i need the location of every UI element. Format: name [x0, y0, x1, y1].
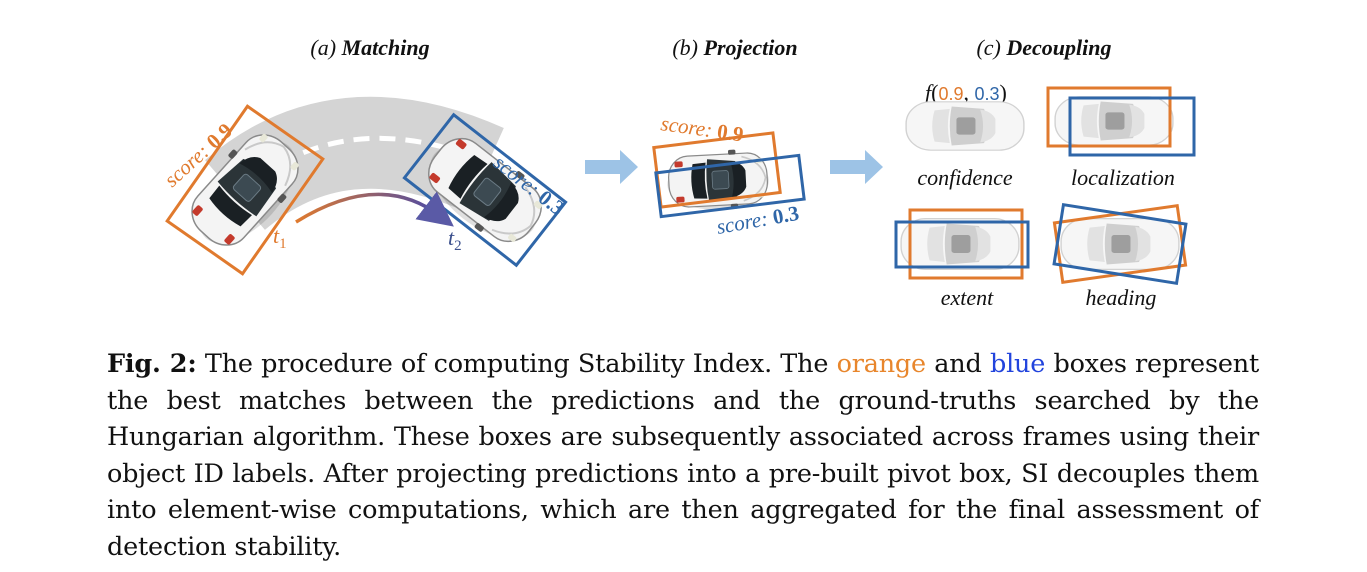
caption-blue-word: blue [989, 349, 1046, 379]
blue-box-heading [1052, 202, 1188, 286]
matching-panel: score: 0.9 score: 0.3 t1 t2 [159, 96, 569, 276]
arrow-a-to-b [585, 150, 638, 184]
orange-box-localization [1046, 86, 1172, 148]
ghost-car-heading [1060, 217, 1180, 271]
blue-box-t2 [402, 112, 568, 268]
panel-title-projection: (b) Projection [672, 35, 797, 60]
projection-panel: score: 0.9 score: 0.3 [652, 111, 806, 239]
motion-arrow [295, 191, 454, 227]
decoupling-panel: f(0.9, 0.3) confidence localization exte… [894, 80, 1196, 310]
label-confidence: confidence [917, 165, 1013, 190]
orange-box-extent [908, 208, 1024, 280]
arrow-b-to-c [830, 150, 883, 184]
caption-text-3: boxes represent the best matches between… [107, 349, 1259, 562]
blue-box-projected [654, 153, 806, 219]
label-localization: localization [1071, 165, 1175, 190]
panel-title-decoupling: (c) Decoupling [976, 35, 1111, 60]
blue-box-extent [894, 220, 1030, 269]
caption-orange-word: orange [836, 349, 927, 379]
time-label-t2: t2 [448, 225, 462, 254]
figure-label: Fig. 2: [107, 349, 197, 379]
time-label-t1: t1 [273, 223, 287, 252]
label-heading: heading [1086, 285, 1157, 310]
figure-caption: Fig. 2: The procedure of computing Stabi… [107, 346, 1259, 565]
confidence-function: f(0.9, 0.3) [925, 80, 1007, 105]
orange-box-t1 [165, 104, 325, 276]
score-orange-projected: score: 0.9 [659, 111, 745, 146]
ghost-car-localization [1054, 96, 1174, 146]
ghost-car-confidence [905, 101, 1025, 151]
caption-text-2: and [925, 349, 990, 379]
panel-title-matching: (a) Matching [310, 35, 429, 60]
caption-text-1: The procedure of computing Stability Ind… [196, 349, 837, 379]
blue-box-localization [1068, 96, 1196, 157]
figure-canvas: (a) Matching (b) Projection (c) Decoupli… [159, 35, 1196, 310]
label-extent: extent [941, 285, 994, 310]
car-pivot [664, 147, 772, 213]
ghost-car-extent [900, 217, 1020, 271]
